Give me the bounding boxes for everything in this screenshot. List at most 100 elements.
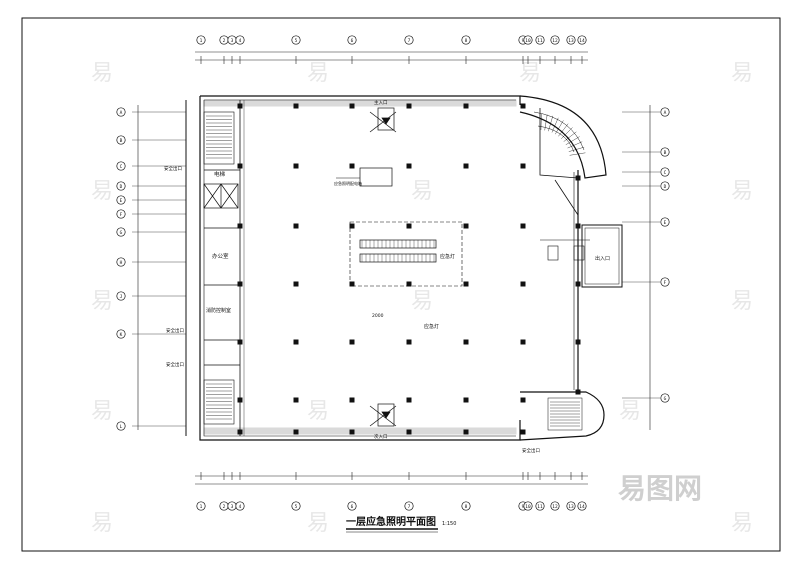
axis-bubble bbox=[550, 35, 560, 45]
axis-label: 11 bbox=[537, 38, 543, 44]
axis-label: K bbox=[120, 332, 123, 338]
corner-stair bbox=[547, 397, 583, 431]
column bbox=[406, 103, 412, 109]
axis-label: E bbox=[120, 198, 123, 204]
axis-label: 5 bbox=[295, 504, 298, 510]
axis-bubble bbox=[116, 209, 126, 219]
axis-bubble bbox=[660, 147, 670, 157]
axis-label: 6 bbox=[351, 38, 354, 44]
column bbox=[237, 397, 243, 403]
column bbox=[349, 103, 355, 109]
axis-bubble bbox=[523, 35, 533, 45]
axis-bubble bbox=[116, 227, 126, 237]
column bbox=[575, 223, 581, 229]
column bbox=[463, 339, 469, 345]
hall-tag: 应急灯 bbox=[424, 323, 439, 330]
column bbox=[349, 281, 355, 287]
building-outline bbox=[185, 95, 623, 441]
axis-label: 1 bbox=[200, 38, 203, 44]
watermark-glyph: 易 bbox=[731, 511, 753, 536]
column bbox=[237, 223, 243, 229]
axis-bubble bbox=[116, 257, 126, 267]
axis-label: D bbox=[664, 184, 667, 190]
axis-label: 8 bbox=[465, 504, 468, 510]
axis-label: E bbox=[664, 220, 667, 226]
watermark-glyph: 易 bbox=[91, 399, 113, 424]
axis-label: A bbox=[120, 110, 123, 116]
axis-label: 8 bbox=[465, 38, 468, 44]
panel-label: 应急照明配电箱 bbox=[334, 180, 362, 186]
structural-columns bbox=[237, 103, 581, 435]
watermark-glyph: 易 bbox=[91, 511, 113, 536]
office-label: 办公室 bbox=[212, 252, 229, 260]
axis-label: A bbox=[664, 110, 667, 116]
axis-label: 9 bbox=[522, 504, 525, 510]
axis-bubble bbox=[660, 167, 670, 177]
axis-bubble bbox=[566, 501, 576, 511]
column bbox=[520, 429, 526, 435]
watermark-glyph: 易 bbox=[731, 179, 753, 204]
axis-bubble bbox=[660, 181, 670, 191]
axis-bubble bbox=[566, 35, 576, 45]
annex-fixtures bbox=[540, 239, 590, 261]
round-stair bbox=[533, 111, 585, 153]
axis-label: 11 bbox=[537, 504, 543, 510]
axis-bubble bbox=[461, 35, 471, 45]
hall-code: 2000 bbox=[372, 313, 384, 319]
axis-label: C bbox=[664, 170, 667, 176]
axis-label: 14 bbox=[579, 504, 585, 510]
axis-label: 7 bbox=[408, 38, 411, 44]
watermark-glyph: 易 bbox=[519, 61, 541, 86]
column bbox=[406, 339, 412, 345]
axis-bubble bbox=[235, 501, 245, 511]
axis-label: F bbox=[664, 280, 667, 286]
axis-bubble bbox=[291, 35, 301, 45]
watermark-glyph: 易 bbox=[731, 289, 753, 314]
column bbox=[349, 339, 355, 345]
axis-label: 12 bbox=[552, 504, 558, 510]
column bbox=[406, 223, 412, 229]
bottom-entrance-fixture bbox=[369, 403, 397, 427]
stair-tread bbox=[565, 136, 580, 145]
stair-tread bbox=[567, 141, 583, 149]
axis-label: G bbox=[664, 396, 667, 402]
column bbox=[293, 339, 299, 345]
watermark-glyph: 易 bbox=[731, 61, 753, 86]
axis-label: 3 bbox=[231, 504, 234, 510]
axis-label: 12 bbox=[552, 38, 558, 44]
axis-bubble bbox=[577, 35, 587, 45]
column bbox=[237, 281, 243, 287]
watermark-glyph: 易 bbox=[411, 179, 433, 204]
axis-bubble bbox=[660, 217, 670, 227]
axis-bubble bbox=[660, 393, 670, 403]
column bbox=[406, 429, 412, 435]
watermark-glyph: 易 bbox=[91, 61, 113, 86]
stair-tread bbox=[563, 131, 577, 142]
axis-label: 4 bbox=[239, 504, 242, 510]
column bbox=[349, 429, 355, 435]
column bbox=[463, 223, 469, 229]
axis-label: 6 bbox=[351, 504, 354, 510]
axis-bubble bbox=[116, 291, 126, 301]
axis-label: 7 bbox=[408, 504, 411, 510]
axis-bubble bbox=[404, 501, 414, 511]
axis-label: J bbox=[120, 294, 123, 300]
axis-bubble bbox=[196, 35, 206, 45]
stair-tread bbox=[544, 114, 548, 131]
control-room-label: 消防控制室 bbox=[206, 307, 231, 314]
axis-bubble bbox=[116, 195, 126, 205]
axis-bubble bbox=[347, 35, 357, 45]
axis-label: B bbox=[664, 150, 667, 156]
axis-bubble bbox=[116, 107, 126, 117]
axis-bubble bbox=[235, 35, 245, 45]
watermark-glyph: 易 bbox=[91, 179, 113, 204]
axis-label: H bbox=[120, 260, 123, 266]
axis-bubble bbox=[535, 35, 545, 45]
column bbox=[237, 103, 243, 109]
watermark-glyph: 易 bbox=[307, 399, 329, 424]
axis-bubble bbox=[461, 501, 471, 511]
exit-left2-label: 安全出口 bbox=[166, 361, 184, 368]
axis-label: 4 bbox=[239, 38, 242, 44]
axis-bubble bbox=[577, 501, 587, 511]
